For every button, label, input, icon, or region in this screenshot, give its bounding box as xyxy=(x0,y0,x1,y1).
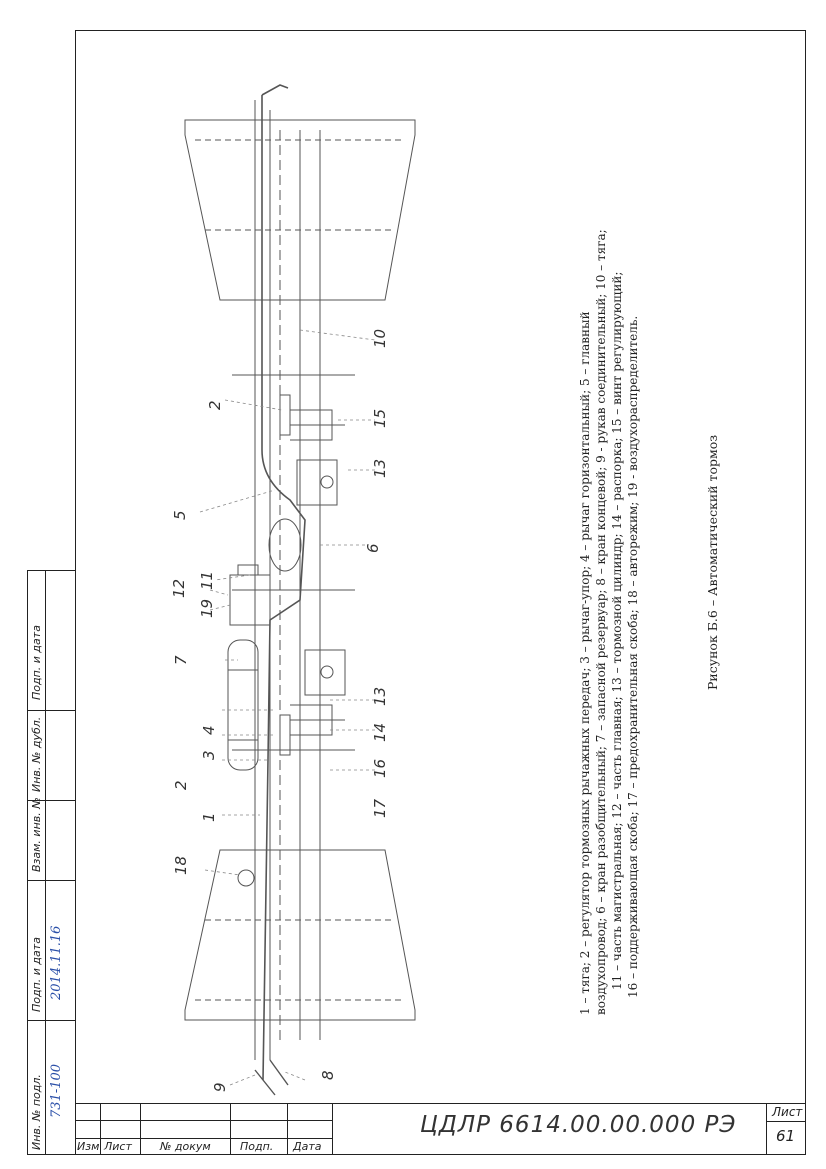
stamp-col-sign: Подп. xyxy=(240,1140,274,1153)
stamp-col-date: Дата xyxy=(293,1140,322,1153)
stamp-col-line xyxy=(100,1103,101,1155)
drawing-frame xyxy=(75,30,806,1155)
slack-regulator-bottom xyxy=(279,714,291,756)
callout-7: 7 xyxy=(172,655,190,665)
callout-8: 8 xyxy=(319,1070,337,1080)
left-margin-strip xyxy=(27,570,75,1155)
stamp-col-line xyxy=(287,1103,288,1155)
stamp-row-line xyxy=(75,1120,332,1121)
callout-18: 18 xyxy=(172,856,190,875)
callout-10: 10 xyxy=(371,329,389,348)
callout-numbers: 2 15 13 5 6 11 12 19 7 13 4 14 3 16 2 17… xyxy=(170,329,389,1092)
callout-2: 2 xyxy=(206,400,224,410)
sheet-label: Лист xyxy=(772,1105,803,1119)
callout-17: 17 xyxy=(371,798,389,818)
callout-2b: 2 xyxy=(172,780,190,790)
callout-1: 1 xyxy=(200,812,218,822)
document-designation: ЦДЛР 6614.00.00.000 РЭ xyxy=(420,1112,737,1138)
slack-regulator-top xyxy=(279,394,291,436)
reservoir-shape xyxy=(227,639,259,771)
stamp-sheet-line xyxy=(766,1121,806,1122)
main-air-pipe xyxy=(261,95,306,1081)
callout-16: 16 xyxy=(371,759,389,778)
stamp-col-line xyxy=(230,1103,231,1155)
stamp-row-line xyxy=(75,1138,332,1139)
callout-19: 19 xyxy=(198,599,216,618)
stamp-col-list: Лист xyxy=(104,1140,132,1153)
callout-4: 4 xyxy=(200,725,218,735)
sheet-number: 61 xyxy=(776,1127,796,1145)
strip-divider xyxy=(27,800,75,801)
stamp-col-line xyxy=(140,1103,141,1155)
callout-13: 13 xyxy=(371,459,389,478)
bolster-top-outline xyxy=(184,119,416,301)
strip-divider xyxy=(27,880,75,881)
stamp-col-line xyxy=(766,1103,767,1155)
callout-3: 3 xyxy=(200,750,218,760)
brake-cylinder-top xyxy=(296,459,338,506)
stamp-col-line xyxy=(332,1103,333,1155)
callout-11: 11 xyxy=(198,571,216,590)
stamp-col-docnum: № докум xyxy=(160,1140,211,1153)
callout-5: 5 xyxy=(171,510,189,520)
stamp-col-izm: Изм xyxy=(77,1140,100,1153)
bolster-bottom-outline xyxy=(184,849,416,1021)
callout-9: 9 xyxy=(211,1082,229,1092)
auto-mode-device xyxy=(237,869,255,887)
callout-14: 14 xyxy=(371,723,389,742)
callout-15: 15 xyxy=(371,409,389,428)
callout-13b: 13 xyxy=(371,687,389,706)
strip-divider xyxy=(27,710,75,711)
strip-divider xyxy=(27,1020,75,1021)
brake-cylinder-bottom xyxy=(304,649,346,696)
stamp-top-line xyxy=(75,1103,806,1104)
callout-6: 6 xyxy=(364,543,382,553)
strip-column-line xyxy=(45,570,46,1155)
callout-12: 12 xyxy=(170,579,188,598)
frame-opening xyxy=(268,518,302,572)
air-distributor-shape xyxy=(229,574,271,626)
